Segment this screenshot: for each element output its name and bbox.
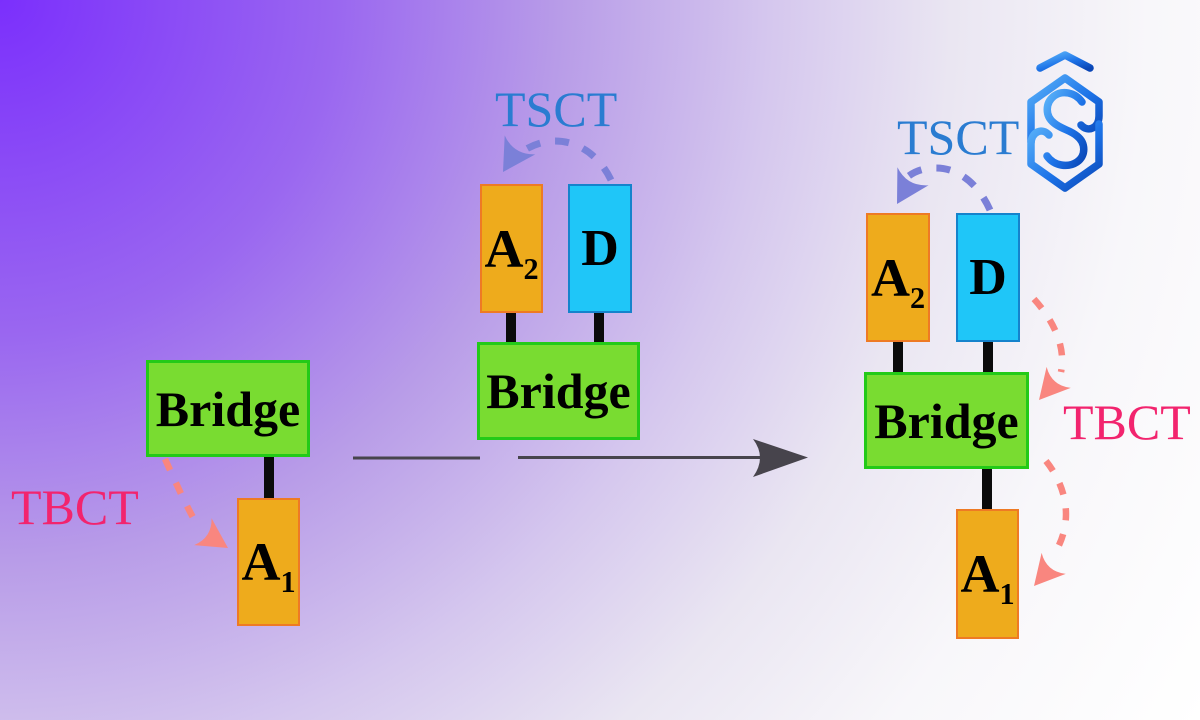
s-hexagon-logo <box>1027 51 1103 192</box>
right-donor-box: D <box>956 213 1020 342</box>
middle-tsct-arrowhead <box>503 135 536 172</box>
right-acceptor-a2-box: A2 <box>866 213 930 342</box>
right-tbct-arc-upper <box>1031 296 1066 373</box>
logo-hexagon-bottom <box>1027 120 1103 192</box>
middle-tsct-label: TSCT <box>495 81 618 137</box>
middle-a2-label: A2 <box>484 218 539 286</box>
left-tbct-label: TBCT <box>11 479 139 535</box>
right-acceptor-a1-box: A1 <box>956 509 1019 639</box>
left-tbct-arrowhead <box>194 518 228 548</box>
left-tbct-arc <box>162 457 202 530</box>
right-tbct-arrow-lower <box>1034 458 1070 586</box>
middle-bridge-box: Bridge <box>477 342 640 440</box>
right-tsct-arc <box>901 164 994 212</box>
middle-bridge-label: Bridge <box>486 363 631 419</box>
right-a2-label: A2 <box>870 247 926 315</box>
left-bridge-label: Bridge <box>155 380 301 437</box>
logo-hat-icon <box>1036 51 1094 72</box>
left-bridge-box: Bridge <box>146 360 310 457</box>
right-tsct-label: TSCT <box>897 109 1020 165</box>
right-tsct-arrowhead <box>897 167 929 204</box>
left-a1-label: A1 <box>241 532 296 599</box>
reaction-arrowhead <box>753 439 808 477</box>
right-tbct-arrow-upper <box>1031 296 1071 400</box>
right-tbct-arc-lower <box>1043 458 1070 555</box>
left-acceptor-a1-box: A1 <box>237 498 300 626</box>
middle-d-label: D <box>581 219 619 277</box>
middle-donor-box: D <box>568 184 632 313</box>
right-tbct-label: TBCT <box>1063 394 1191 450</box>
right-tbct-arrowhead-lower <box>1034 552 1066 586</box>
middle-acceptor-a2-box: A2 <box>480 184 543 313</box>
logo-s-curve <box>1043 88 1088 170</box>
right-d-label: D <box>969 248 1007 306</box>
reaction-right-arrow <box>353 439 808 477</box>
bond-lines <box>264 311 993 511</box>
right-tsct-arrow <box>897 164 994 212</box>
middle-tsct-arc <box>517 137 615 182</box>
left-tbct-arrow <box>162 457 228 548</box>
middle-tsct-arrow <box>503 135 615 182</box>
right-bridge-box: Bridge <box>864 372 1029 469</box>
right-a1-label: A1 <box>960 544 1015 611</box>
right-tbct-arrowhead-upper <box>1039 366 1071 400</box>
right-bridge-label: Bridge <box>874 392 1019 449</box>
